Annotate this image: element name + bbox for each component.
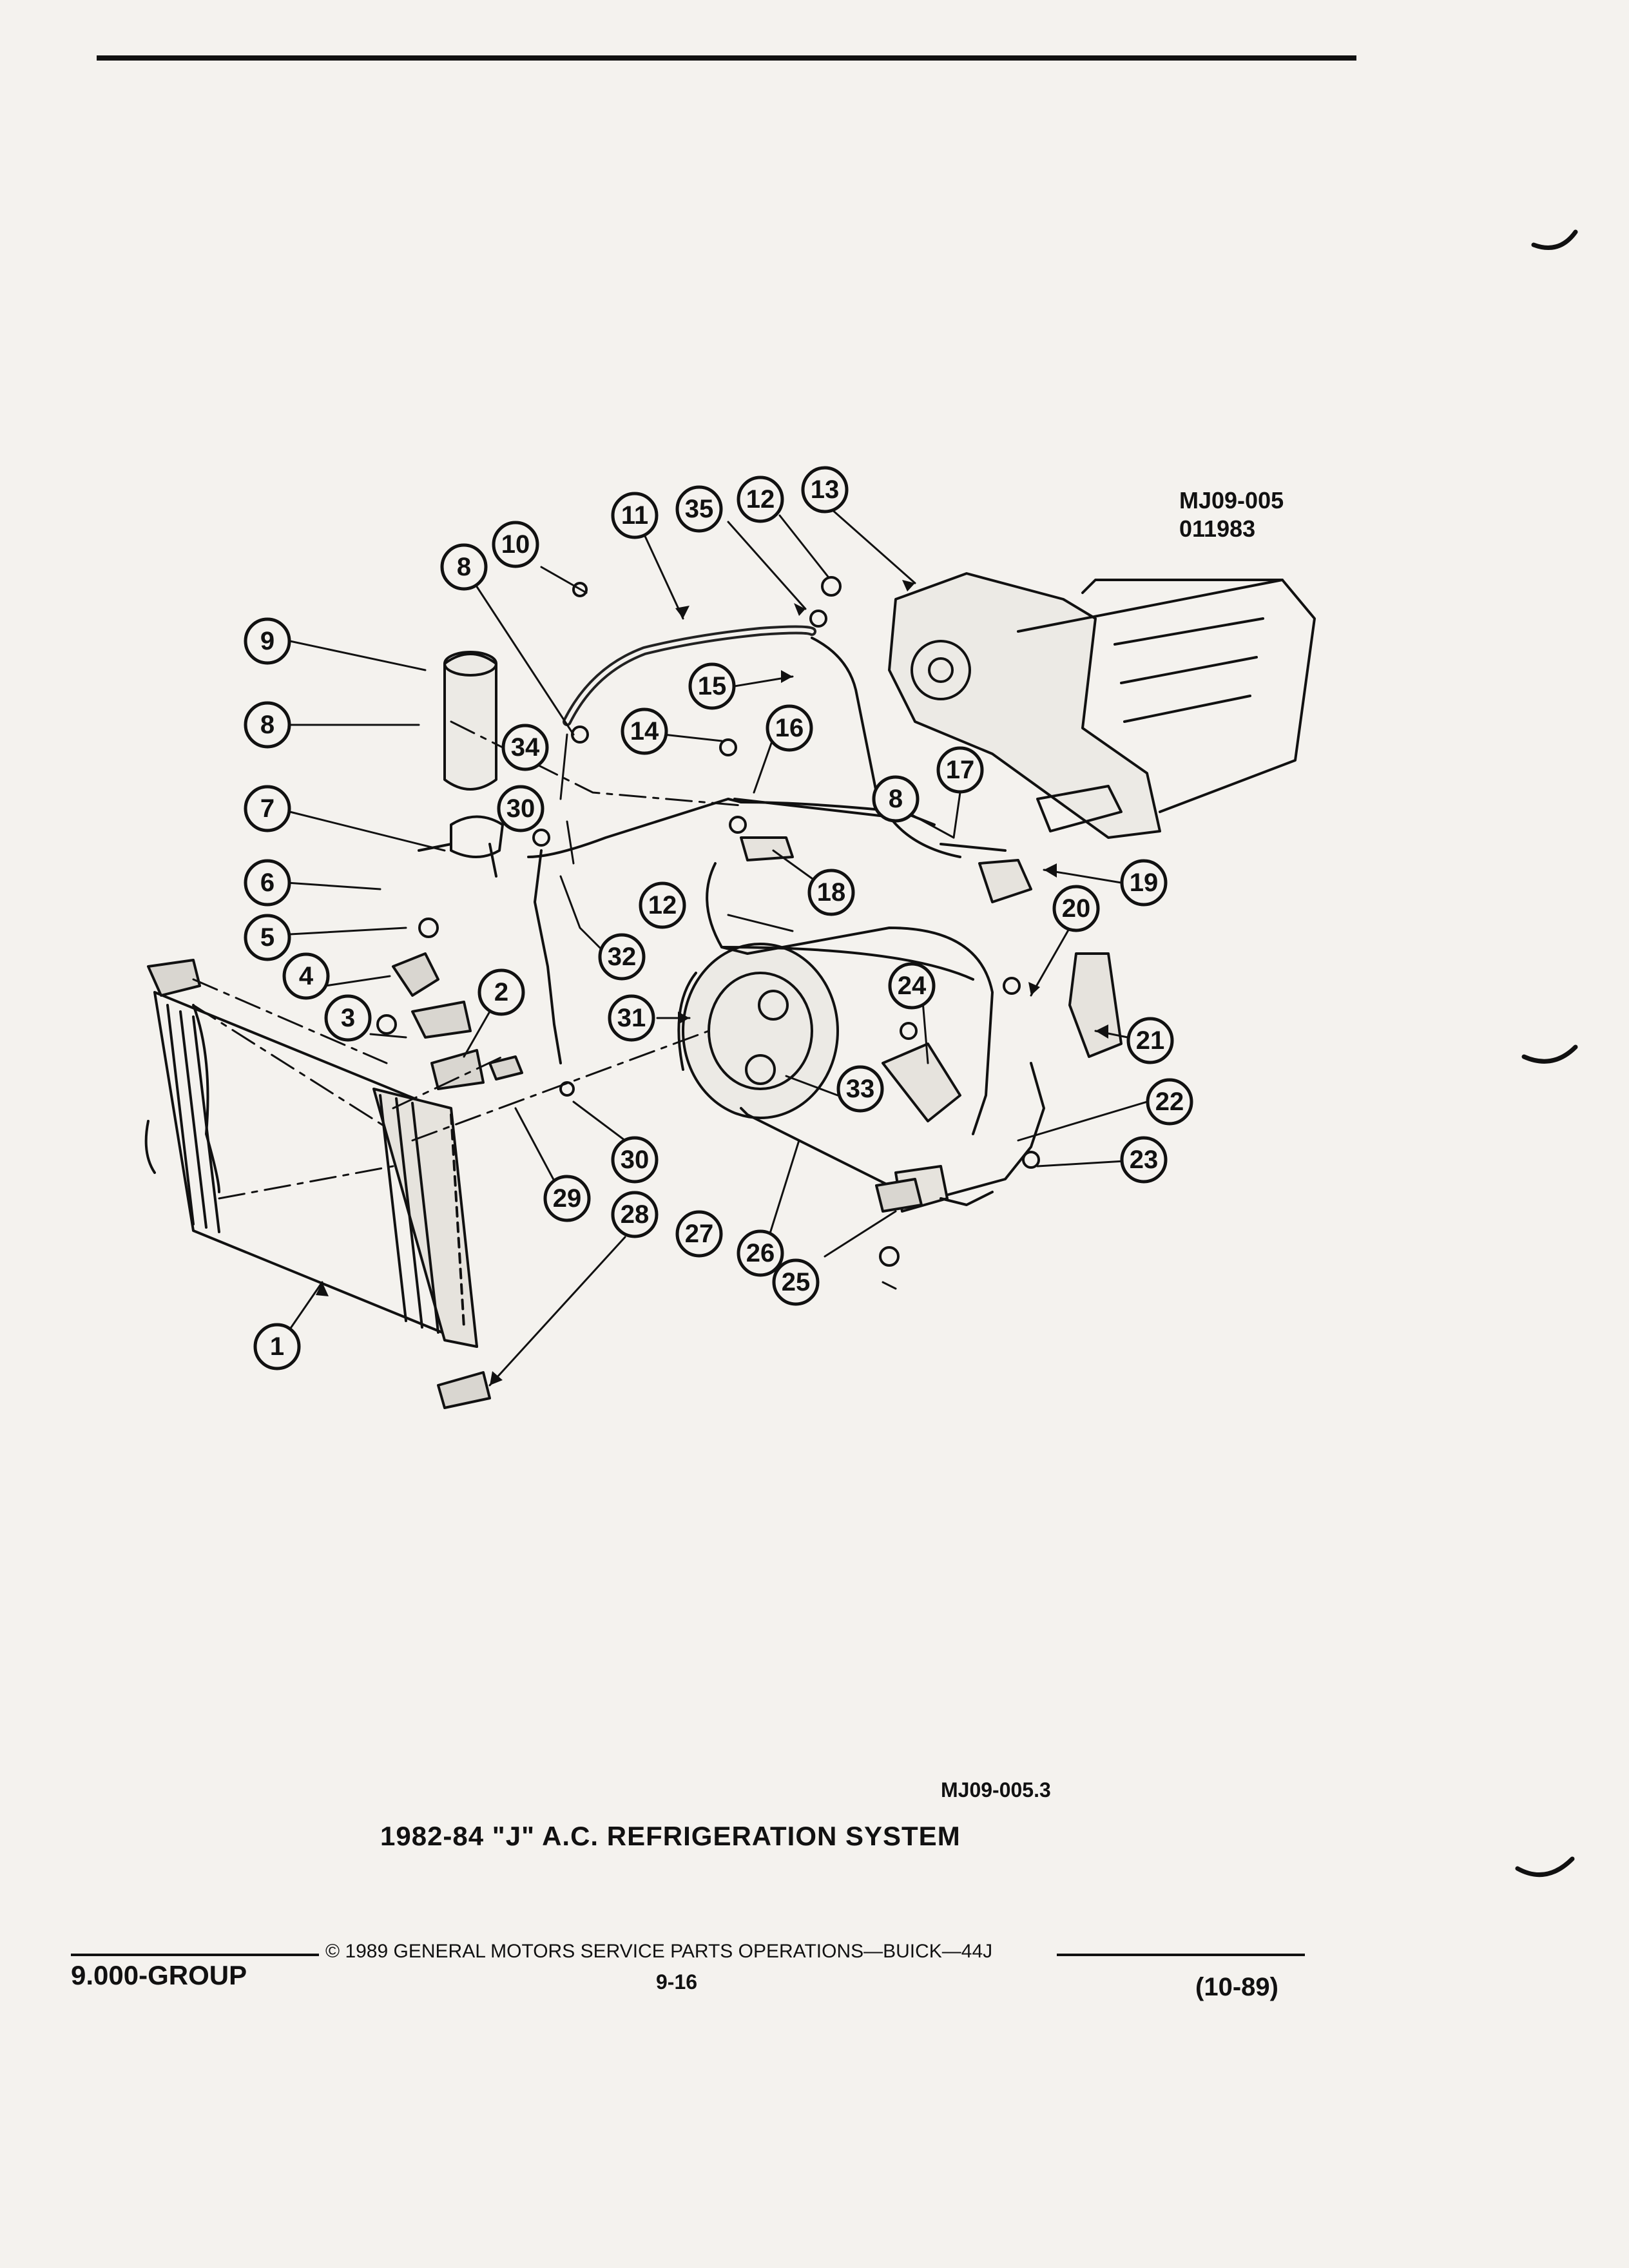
callout-23: 23 (1130, 1146, 1159, 1174)
refrigerant-lines (527, 625, 1045, 1213)
callout-21: 21 (1136, 1026, 1165, 1055)
callout-15: 15 (698, 672, 727, 700)
callout-9: 9 (260, 627, 275, 655)
callout-30b: 30 (621, 1146, 650, 1174)
footer-rule-left (71, 1954, 319, 1956)
callout-28: 28 (621, 1200, 650, 1229)
callout-labels: 1 2 3 4 5 6 7 8 8 8 9 10 11 12 12 13 14 … (260, 476, 1184, 1361)
callout-17: 17 (946, 756, 975, 784)
callout-33: 33 (846, 1075, 875, 1103)
condenser-part (144, 959, 478, 1348)
callout-32: 32 (608, 943, 637, 971)
callout-13: 13 (811, 476, 840, 504)
callout-35: 35 (685, 495, 714, 523)
footer-rule-right (1057, 1954, 1305, 1956)
callout-24: 24 (898, 972, 927, 1000)
figure-reference: MJ09-005 011983 (1179, 486, 1284, 543)
callout-8c: 8 (889, 785, 903, 813)
callout-30a: 30 (506, 794, 535, 823)
callout-19: 19 (1130, 869, 1159, 897)
callout-5: 5 (260, 923, 275, 952)
leader-arrowheads (316, 580, 1108, 1385)
callout-8a: 8 (260, 711, 275, 739)
page-number: 9-16 (656, 1970, 698, 1994)
figure-caption: 1982-84 "J" A.C. REFRIGERATION SYSTEM (380, 1821, 961, 1851)
callout-20: 20 (1062, 894, 1091, 923)
callout-1: 1 (270, 1332, 284, 1361)
evaporator-case-part (888, 572, 1316, 839)
group-label: 9.000-GROUP (71, 1960, 247, 1990)
callout-25: 25 (782, 1268, 811, 1296)
figure-subcode: MJ09-005.3 (941, 1778, 1051, 1802)
callout-27: 27 (685, 1220, 714, 1248)
callout-8b: 8 (457, 553, 471, 581)
callout-7: 7 (260, 794, 275, 823)
callout-16: 16 (775, 714, 804, 742)
revision-date: (10-89) (1195, 1973, 1278, 2001)
top-rule (97, 55, 1356, 61)
callout-12b: 12 (648, 891, 677, 919)
callout-6: 6 (260, 869, 275, 897)
compressor-part (677, 943, 839, 1119)
callout-22: 22 (1155, 1088, 1184, 1116)
callout-31: 31 (617, 1004, 646, 1032)
callout-29: 29 (553, 1184, 582, 1213)
accumulator-part (418, 651, 504, 878)
callout-34: 34 (511, 733, 540, 762)
callout-circles (244, 466, 1193, 1370)
callout-4: 4 (299, 962, 314, 990)
callout-11: 11 (621, 501, 648, 530)
leader-lines (285, 508, 1148, 1387)
copyright-notice: © 1989 GENERAL MOTORS SERVICE PARTS OPER… (325, 1941, 993, 1962)
callout-2: 2 (494, 978, 508, 1006)
callout-26: 26 (746, 1239, 775, 1267)
callout-10: 10 (501, 530, 530, 559)
callout-18: 18 (817, 878, 846, 907)
callout-14: 14 (630, 717, 659, 745)
figure-code: MJ09-005 (1179, 487, 1284, 514)
routing-lines (192, 720, 742, 1200)
figure-date: 011983 (1179, 515, 1256, 542)
callout-3: 3 (341, 1004, 355, 1032)
callout-12a: 12 (746, 485, 775, 514)
binder-marks (1515, 229, 1578, 1878)
